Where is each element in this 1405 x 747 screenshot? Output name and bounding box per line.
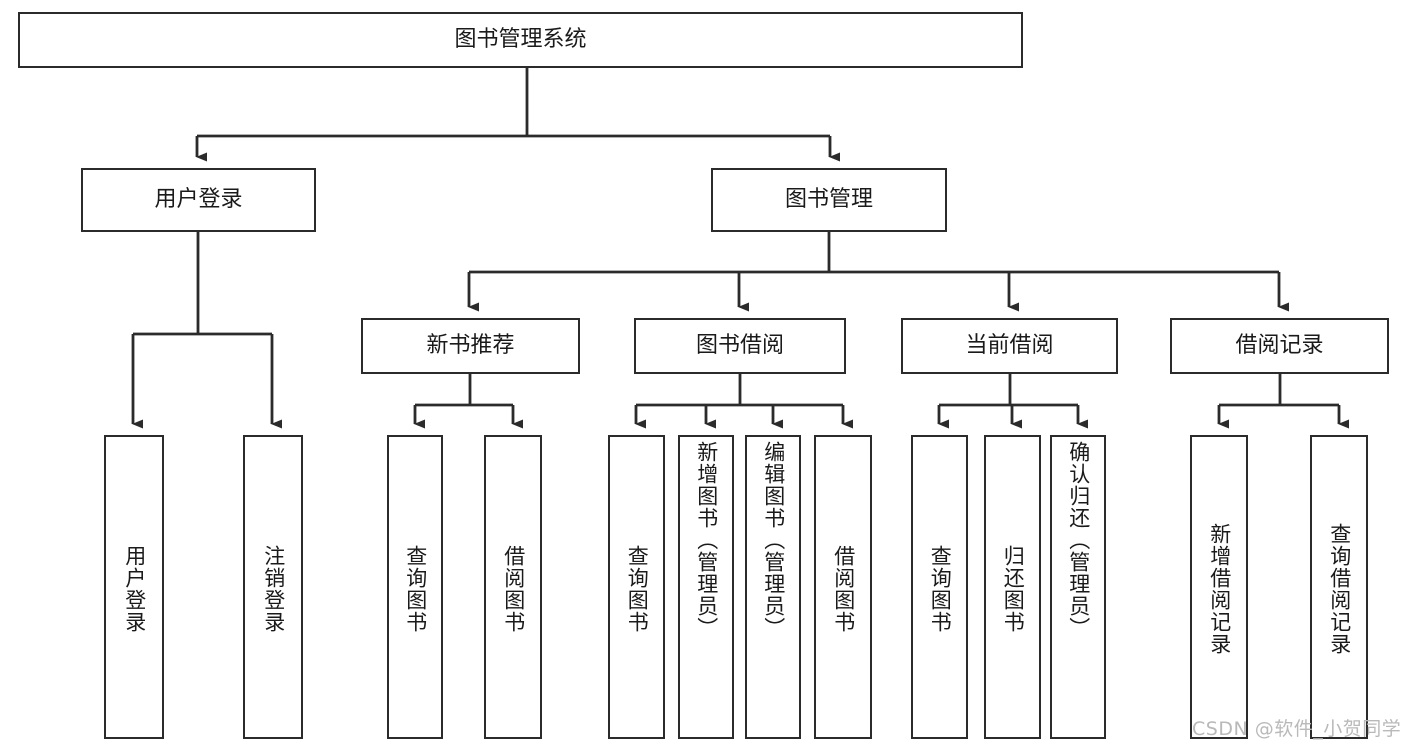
leaf-query-book-recommend[interactable]: 查询图书 xyxy=(387,435,443,739)
leaf-borrow-book-label: 借阅图书 xyxy=(831,545,856,633)
leaf-edit-book-admin-label: 编辑图书（管理员） xyxy=(761,441,786,639)
node-root-label: 图书管理系统 xyxy=(454,27,587,52)
node-user-login-label: 用户登录 xyxy=(154,187,243,212)
node-user-login[interactable]: 用户登录 xyxy=(81,168,316,232)
leaf-query-book-borrow-label: 查询图书 xyxy=(625,545,650,633)
leaf-borrow-book[interactable]: 借阅图书 xyxy=(814,435,872,739)
node-new-book-recommend[interactable]: 新书推荐 xyxy=(361,318,580,374)
leaf-query-borrow-record[interactable]: 查询借阅记录 xyxy=(1310,435,1368,739)
leaf-edit-book-admin[interactable]: 编辑图书（管理员） xyxy=(745,435,801,739)
leaf-query-book-recommend-label: 查询图书 xyxy=(403,545,428,633)
node-root[interactable]: 图书管理系统 xyxy=(18,12,1023,68)
leaf-borrow-book-recommend-label: 借阅图书 xyxy=(501,545,526,633)
node-book-borrow-label: 图书借阅 xyxy=(695,333,784,358)
node-new-book-recommend-label: 新书推荐 xyxy=(426,333,515,358)
leaf-borrow-book-recommend[interactable]: 借阅图书 xyxy=(484,435,542,739)
leaf-add-book-admin-label: 新增图书（管理员） xyxy=(694,441,719,639)
leaf-return-book-label: 归还图书 xyxy=(1001,545,1026,633)
leaf-logout[interactable]: 注销登录 xyxy=(243,435,303,739)
node-current-borrow[interactable]: 当前借阅 xyxy=(901,318,1118,374)
leaf-user-login-label: 用户登录 xyxy=(122,545,147,633)
leaf-query-book-current-label: 查询图书 xyxy=(928,545,953,633)
node-borrow-record-label: 借阅记录 xyxy=(1235,333,1324,358)
leaf-add-book-admin[interactable]: 新增图书（管理员） xyxy=(678,435,734,739)
leaf-return-book[interactable]: 归还图书 xyxy=(984,435,1041,739)
node-book-manage[interactable]: 图书管理 xyxy=(711,168,947,232)
leaf-user-login[interactable]: 用户登录 xyxy=(104,435,164,739)
leaf-query-book-borrow[interactable]: 查询图书 xyxy=(608,435,665,739)
leaf-logout-label: 注销登录 xyxy=(261,545,286,633)
leaf-confirm-return-admin[interactable]: 确认归还（管理员） xyxy=(1050,435,1106,739)
leaf-query-book-current[interactable]: 查询图书 xyxy=(911,435,968,739)
leaf-query-borrow-record-label: 查询借阅记录 xyxy=(1327,523,1352,655)
leaf-add-borrow-record-label: 新增借阅记录 xyxy=(1207,523,1232,655)
node-current-borrow-label: 当前借阅 xyxy=(965,333,1054,358)
node-book-manage-label: 图书管理 xyxy=(784,187,873,212)
leaf-confirm-return-admin-label: 确认归还（管理员） xyxy=(1066,441,1091,639)
node-borrow-record[interactable]: 借阅记录 xyxy=(1170,318,1389,374)
leaf-add-borrow-record[interactable]: 新增借阅记录 xyxy=(1190,435,1248,739)
node-book-borrow[interactable]: 图书借阅 xyxy=(634,318,846,374)
csdn-watermark: CSDN @软件_小贺同学 xyxy=(1192,718,1402,740)
